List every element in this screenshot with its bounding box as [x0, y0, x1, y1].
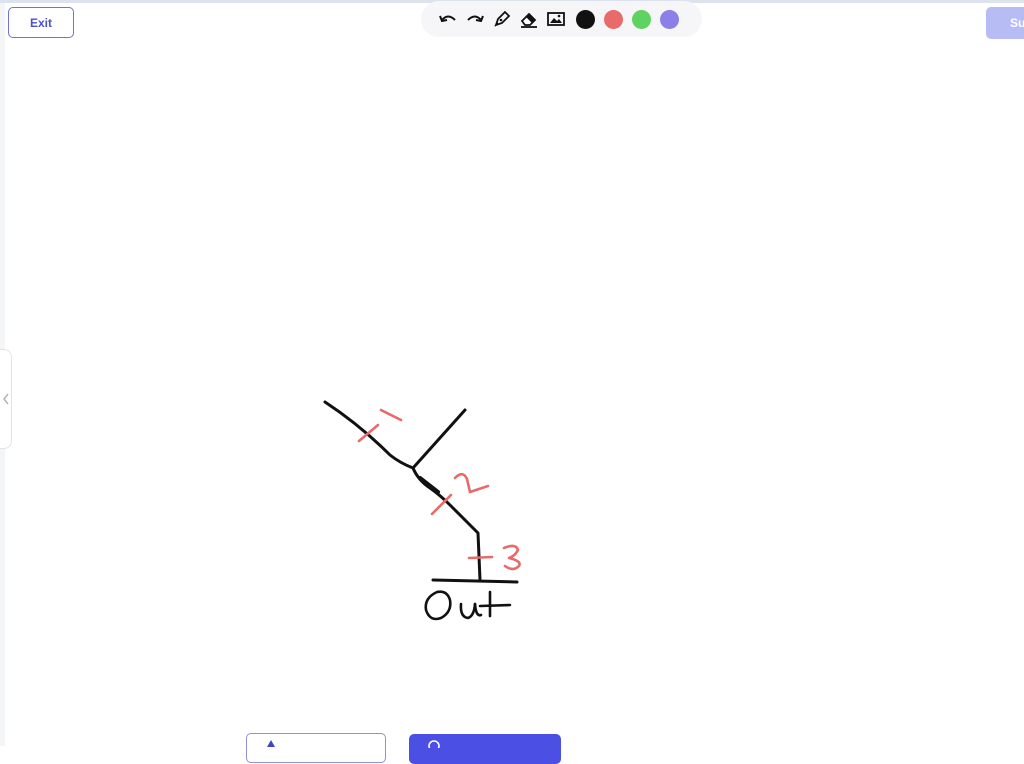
handwritten-word-out [424, 590, 512, 621]
footer-secondary-button[interactable] [246, 733, 386, 763]
skeletal-structure-drawing [323, 400, 519, 584]
exit-button[interactable]: Exit [8, 7, 74, 38]
circle-icon [428, 740, 440, 748]
chevron-left-icon [2, 393, 9, 405]
color-swatch-green[interactable] [632, 9, 651, 29]
shape-icon [267, 740, 275, 747]
color-swatch-black[interactable] [576, 9, 595, 29]
color-swatch-purple[interactable] [660, 9, 679, 29]
submit-button[interactable]: Su [986, 7, 1024, 39]
pen-icon[interactable] [491, 8, 513, 30]
eraser-icon[interactable] [518, 8, 540, 30]
redo-icon[interactable] [464, 8, 486, 30]
image-icon[interactable] [545, 8, 567, 30]
undo-icon[interactable] [437, 8, 459, 30]
footer-primary-button[interactable] [409, 734, 561, 764]
drawing-toolbar [421, 1, 702, 37]
color-swatch-red[interactable] [604, 9, 623, 29]
side-panel-toggle[interactable] [0, 349, 12, 449]
step-marks [357, 408, 521, 571]
drawing-canvas[interactable] [0, 0, 1024, 746]
